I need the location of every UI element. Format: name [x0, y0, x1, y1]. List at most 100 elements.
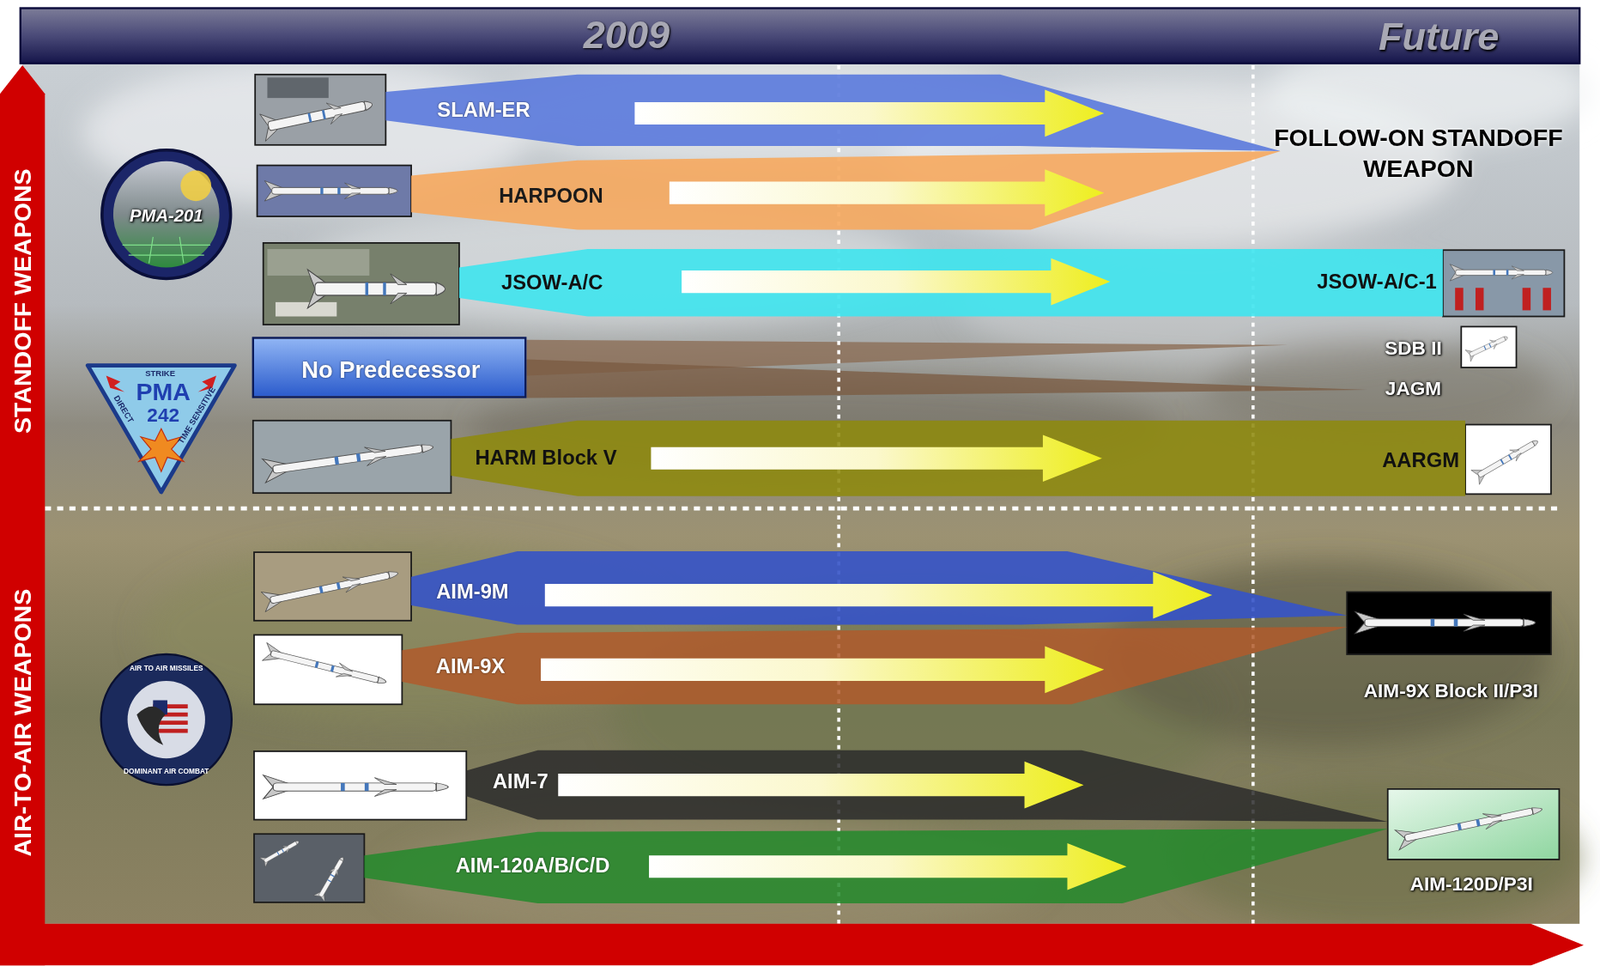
weapon-band: AIM-120A/B/C/D — [363, 821, 1388, 904]
pma-201-logo — [113, 161, 220, 268]
progress-arrow — [669, 169, 1104, 217]
missile-figures — [260, 77, 1553, 902]
predecessor-box: No Predecessor — [252, 336, 528, 398]
pma-201-logo — [128, 254, 205, 256]
missile-figures — [1454, 287, 1464, 310]
weapon-band: JSOW-A/C JSOW-A/C-1 — [459, 248, 1443, 316]
missile-photos — [254, 634, 402, 704]
axis-arrows — [0, 65, 45, 966]
missile-figures — [1355, 611, 1536, 634]
missile-photos — [253, 420, 452, 493]
missile-photos — [1442, 249, 1564, 316]
pma-201-logo — [122, 244, 211, 246]
new-weapon-wedges — [526, 358, 1368, 398]
band-fill — [385, 74, 1281, 152]
dotted-gridlines — [20, 506, 1562, 511]
terrain — [142, 540, 1582, 940]
logo-text: DIRECT — [111, 393, 136, 425]
pma-242-badge — [106, 375, 125, 392]
pma-242-badge — [87, 365, 235, 492]
missile-photos — [254, 833, 364, 903]
pma-201-logo — [149, 236, 154, 264]
missile-figures — [1471, 434, 1542, 485]
weapon-name: AIM-120A/B/C/D — [455, 853, 611, 877]
logo-text: 242 — [146, 404, 180, 427]
logo-text: PMA — [135, 377, 190, 407]
missile-figures — [263, 775, 449, 800]
progress-arrow — [545, 571, 1213, 619]
progress-arrow — [681, 258, 1110, 306]
missile-figures — [1475, 287, 1485, 310]
band-fill — [411, 151, 1281, 231]
missile-figures — [1394, 799, 1545, 850]
missile-photos — [263, 242, 460, 325]
band-fill — [363, 828, 1388, 904]
missile-photos — [254, 74, 386, 146]
missile-photos — [1465, 424, 1552, 495]
future-weapon-name: AIM-9X Block II/P3I — [1363, 679, 1539, 703]
missile-figures — [313, 854, 349, 902]
logo-text: DOMINANT AIR COMBAT — [123, 767, 209, 776]
weapon-name: SLAM-ER — [436, 98, 530, 122]
weapon-band: AIM-9X — [401, 624, 1349, 705]
future-weapon-name: SDB II — [1384, 336, 1443, 359]
band-shape — [401, 624, 1349, 705]
band-fill — [450, 420, 1466, 497]
timeline-future: Future — [1378, 15, 1500, 61]
missile-figures — [266, 77, 328, 98]
missile-photos — [1346, 591, 1552, 655]
timeline-header — [20, 8, 1580, 64]
missile-photos — [1387, 788, 1560, 860]
air-to-air-logo — [101, 654, 232, 785]
missile-figures — [266, 248, 370, 276]
logo-text: AIR TO AIR MISSILES — [129, 664, 204, 673]
missile-figures — [1522, 287, 1532, 310]
missile-photos — [257, 165, 413, 217]
logo-text: STRIKE — [145, 369, 176, 379]
missile-figures — [264, 181, 398, 202]
progress-arrow — [650, 434, 1102, 482]
missile-figures — [307, 269, 445, 309]
future-weapon-name: JAGM — [1385, 377, 1442, 400]
missile-figures — [275, 302, 337, 317]
pma-201-logo — [102, 150, 231, 279]
missile-figures — [1465, 331, 1510, 362]
band-shape — [411, 551, 1349, 625]
weapon-band: HARM Block V AARGM — [450, 420, 1466, 497]
weapon-name: AIM-9M — [436, 580, 510, 604]
axis-arrows — [0, 923, 1584, 966]
air-to-air-logo — [127, 680, 206, 758]
weapon-band: AIM-7 — [466, 750, 1388, 822]
air-to-air-logo — [101, 654, 232, 785]
band-shape — [459, 248, 1443, 316]
progress-arrow — [557, 761, 1084, 809]
timeline-year: 2009 — [583, 13, 671, 59]
future-weapon-name: AIM-120D/P3I — [1410, 872, 1534, 895]
progress-arrow — [634, 90, 1104, 138]
missile-figures — [260, 836, 303, 867]
successor-name: JSOW-A/C-1 — [1316, 269, 1437, 293]
successor-name: AARGM — [1381, 448, 1460, 472]
missile-photos — [1460, 326, 1516, 368]
band-fill — [459, 248, 1443, 316]
band-shape — [466, 750, 1388, 822]
weapon-name: HARPOON — [498, 184, 604, 208]
band-fill — [401, 626, 1347, 704]
progress-arrow — [648, 842, 1127, 891]
missile-figures — [1449, 264, 1552, 281]
weapon-name: HARM Block V — [474, 446, 617, 470]
clouds — [81, 41, 1592, 480]
weapon-name: JSOW-A/C — [501, 271, 603, 295]
missile-figures — [1542, 287, 1552, 310]
band-fill — [411, 551, 1347, 625]
axis-arrows — [0, 65, 1584, 966]
pma-242-badge — [87, 365, 235, 492]
missile-figures — [260, 90, 376, 142]
weapon-band: AIM-9M — [411, 551, 1349, 625]
missile-figures — [262, 642, 389, 691]
future-weapon-name: FOLLOW-ON STANDOFF WEAPON — [1270, 122, 1567, 184]
pma-242-badge — [139, 428, 184, 472]
air-to-air-logo — [136, 706, 165, 746]
